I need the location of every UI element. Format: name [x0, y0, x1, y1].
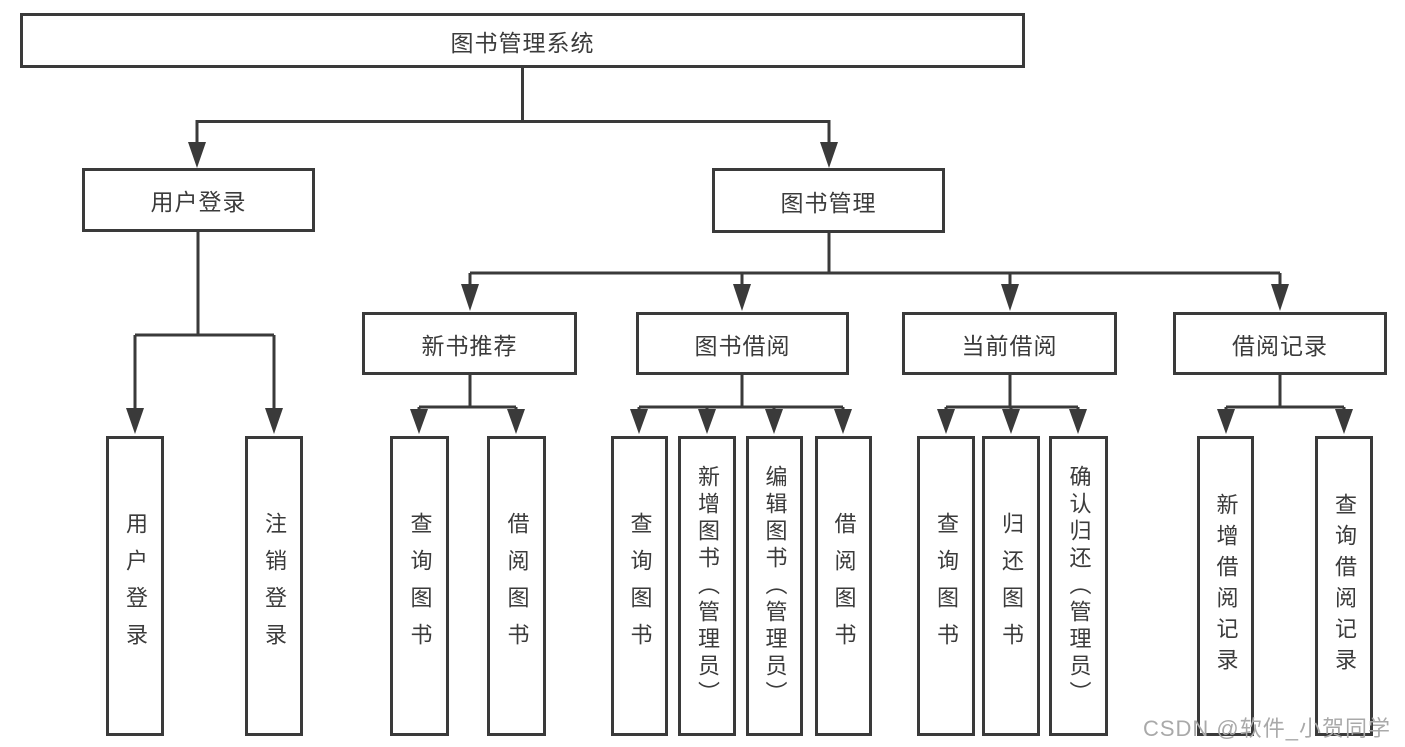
node-label: 图书借阅 — [694, 332, 791, 359]
node-book-management: 图书管理 — [712, 168, 945, 233]
node-root-library-system: 图书管理系统 — [20, 13, 1025, 68]
leaf-label: 查询借阅记录 — [1332, 493, 1357, 679]
leaf-add-borrow-record: 新增借阅记录 — [1197, 436, 1254, 736]
node-book-borrowing: 图书借阅 — [636, 312, 849, 375]
leaf-label: 确认归还（管理员） — [1066, 464, 1092, 708]
leaf-query-books-borrow: 查询图书 — [611, 436, 668, 736]
leaf-label: 归还图书 — [999, 512, 1024, 660]
leaf-label: 新增图书（管理员） — [695, 464, 720, 708]
leaf-user-login: 用户登录 — [106, 436, 164, 736]
node-label: 图书管理 — [780, 189, 877, 216]
node-label: 借阅记录 — [1232, 332, 1328, 359]
leaf-edit-book-admin: 编辑图书（管理员） — [746, 436, 803, 736]
leaf-label: 查询图书 — [407, 512, 433, 660]
leaf-add-book-admin: 新增图书（管理员） — [678, 436, 736, 736]
node-current-borrowing: 当前借阅 — [902, 312, 1117, 375]
leaf-borrow-books-recommend: 借阅图书 — [487, 436, 546, 736]
leaf-label: 注销登录 — [262, 512, 287, 660]
node-borrowing-records: 借阅记录 — [1173, 312, 1387, 375]
node-label: 新书推荐 — [421, 332, 518, 359]
leaf-return-book: 归还图书 — [982, 436, 1040, 736]
leaf-borrow-books: 借阅图书 — [815, 436, 872, 736]
leaf-label: 借阅图书 — [831, 512, 857, 660]
node-new-book-recommendation: 新书推荐 — [362, 312, 577, 375]
node-label: 图书管理系统 — [450, 29, 595, 56]
leaf-query-books-current: 查询图书 — [917, 436, 975, 736]
leaf-label: 用户登录 — [123, 512, 148, 660]
leaf-query-borrow-record: 查询借阅记录 — [1315, 436, 1373, 736]
leaf-query-books-recommend: 查询图书 — [390, 436, 449, 736]
leaf-logout: 注销登录 — [245, 436, 303, 736]
leaf-label: 新增借阅记录 — [1213, 493, 1239, 679]
leaf-label: 查询图书 — [627, 512, 653, 660]
leaf-label: 编辑图书（管理员） — [762, 464, 788, 708]
leaf-label: 查询图书 — [934, 512, 959, 660]
node-label: 当前借阅 — [961, 332, 1058, 359]
leaf-label: 借阅图书 — [504, 512, 530, 660]
node-label: 用户登录 — [150, 189, 247, 215]
node-user-login: 用户登录 — [82, 168, 315, 232]
leaf-confirm-return-admin: 确认归还（管理员） — [1049, 436, 1108, 736]
